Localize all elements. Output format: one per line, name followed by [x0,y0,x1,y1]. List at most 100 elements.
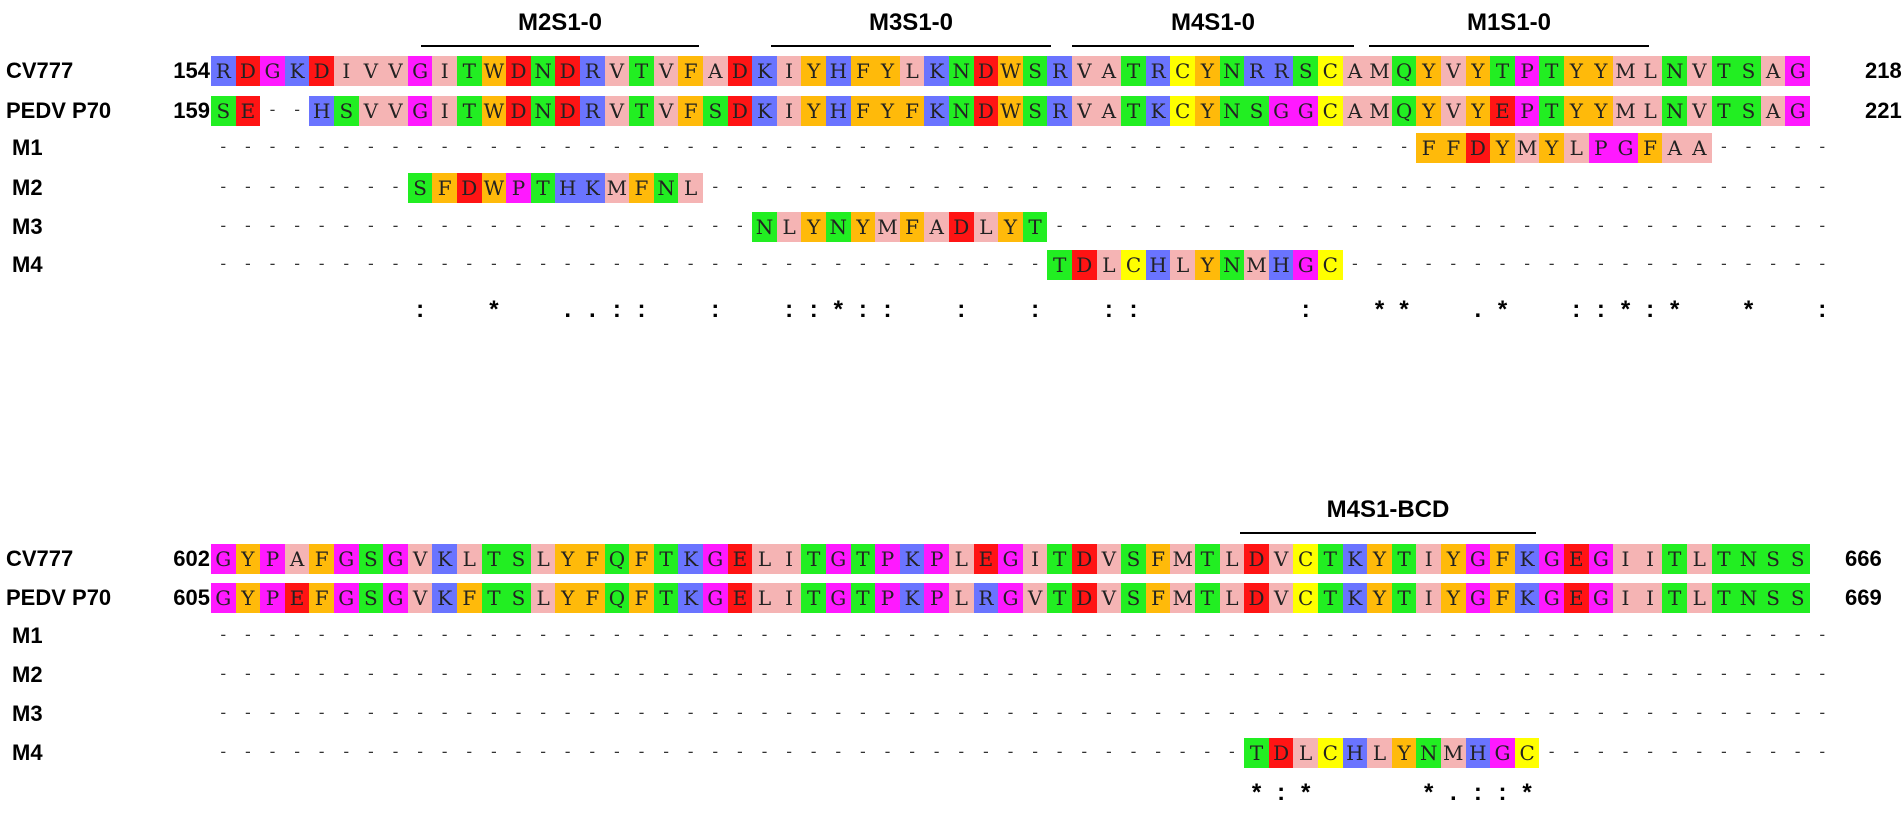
gap-mark: - [884,254,891,273]
residue: Y [1416,96,1441,126]
residue: S [211,96,236,126]
gap-mark: - [1475,177,1481,196]
gap-mark: - [392,625,399,644]
gap-mark: - [810,254,817,273]
gap-mark: - [712,137,719,156]
gap-mark: - [1179,703,1186,722]
gap-mark: - [1352,664,1358,683]
consensus-mark: : [1646,296,1655,323]
gap-mark: - [220,137,227,156]
consensus-mark: . [588,296,596,323]
gap-mark: - [1598,742,1604,761]
gap-mark: - [761,625,768,644]
gap-mark: - [220,664,227,683]
gap-mark: - [417,703,423,722]
gap-mark: - [1671,254,1678,273]
consensus-mark: : [1129,296,1138,323]
residue: R [1145,56,1171,86]
gap-mark: - [417,664,423,683]
gap-mark: - [1155,177,1161,196]
gap-mark: - [466,703,473,722]
residue: G [998,544,1023,574]
gap-mark: - [1622,625,1629,644]
gap-mark: - [983,177,989,196]
gap-mark: - [884,664,891,683]
residue: C [1293,544,1318,574]
gap-mark: - [786,664,792,683]
sequence-name: CV777 [6,58,74,83]
residue: Y [1441,583,1466,613]
gap-mark: - [1401,177,1407,196]
gap-mark: - [614,664,620,683]
residue: G [703,583,728,613]
residue: N [1219,96,1245,126]
sequence-end: 221 [1865,98,1902,123]
gap-mark: - [245,254,251,273]
residue: T [1711,583,1737,613]
gap-mark: - [1696,703,1703,722]
gap-mark: - [515,664,522,683]
gap-mark: - [1425,625,1432,644]
gap-mark: - [466,742,473,761]
residue: T [530,173,556,203]
gap-mark: - [983,137,989,156]
gap-mark: - [1647,664,1653,683]
gap-mark: - [835,177,842,196]
gap-mark: - [687,742,694,761]
residue: M [875,212,900,242]
gap-mark: - [1130,137,1137,156]
gap-mark: - [564,664,571,683]
residue: P [260,544,285,574]
gap-mark: - [589,254,596,273]
gap-mark: - [1745,625,1752,644]
gap-mark: - [835,742,842,761]
residue: D [235,56,261,86]
residue: T [1022,212,1048,242]
gap-mark: - [491,216,497,235]
gap-mark: - [1425,177,1432,196]
gap-mark: - [663,742,669,761]
gap-mark: - [294,703,300,722]
gap-mark: - [441,664,448,683]
residue: P [260,583,285,613]
gap-mark: - [1499,177,1506,196]
gap-mark: - [1253,664,1260,683]
gap-mark: - [417,625,423,644]
residue: G [1539,544,1564,574]
residue: H [1342,738,1368,768]
sequence-name: M3 [12,701,43,726]
gap-mark: - [1721,137,1727,156]
gap-mark: - [294,177,300,196]
consensus-mark: : [637,296,646,323]
gap-mark: - [1770,177,1776,196]
gap-mark: - [1548,254,1555,273]
gap-mark: - [1106,177,1112,196]
consensus-mark: : [785,296,794,323]
gap-mark: - [245,216,251,235]
gap-mark: - [1106,216,1112,235]
gap-mark: - [1819,703,1826,722]
gap-mark: - [712,216,719,235]
gap-mark: - [318,177,325,196]
residue: L [1219,544,1245,574]
residue: T [1539,56,1564,86]
gap-mark: - [737,703,743,722]
region-line [1240,532,1536,534]
residue: F [1145,544,1171,574]
residue: F [629,173,654,203]
residue: K [752,96,777,126]
residue: D [1072,250,1097,280]
gap-mark: - [1032,664,1038,683]
gap-mark: - [860,625,866,644]
residue: R [211,56,236,86]
gap-mark: - [589,742,596,761]
consensus-mark: : [612,296,621,323]
residue: T [1244,738,1269,768]
residue: S [1785,544,1810,574]
residue: I [432,96,457,126]
consensus-mark: . [564,296,572,323]
residue: V [1687,56,1712,86]
residue: C [1170,96,1195,126]
gap-mark: - [1524,177,1530,196]
residue: Y [850,212,876,242]
